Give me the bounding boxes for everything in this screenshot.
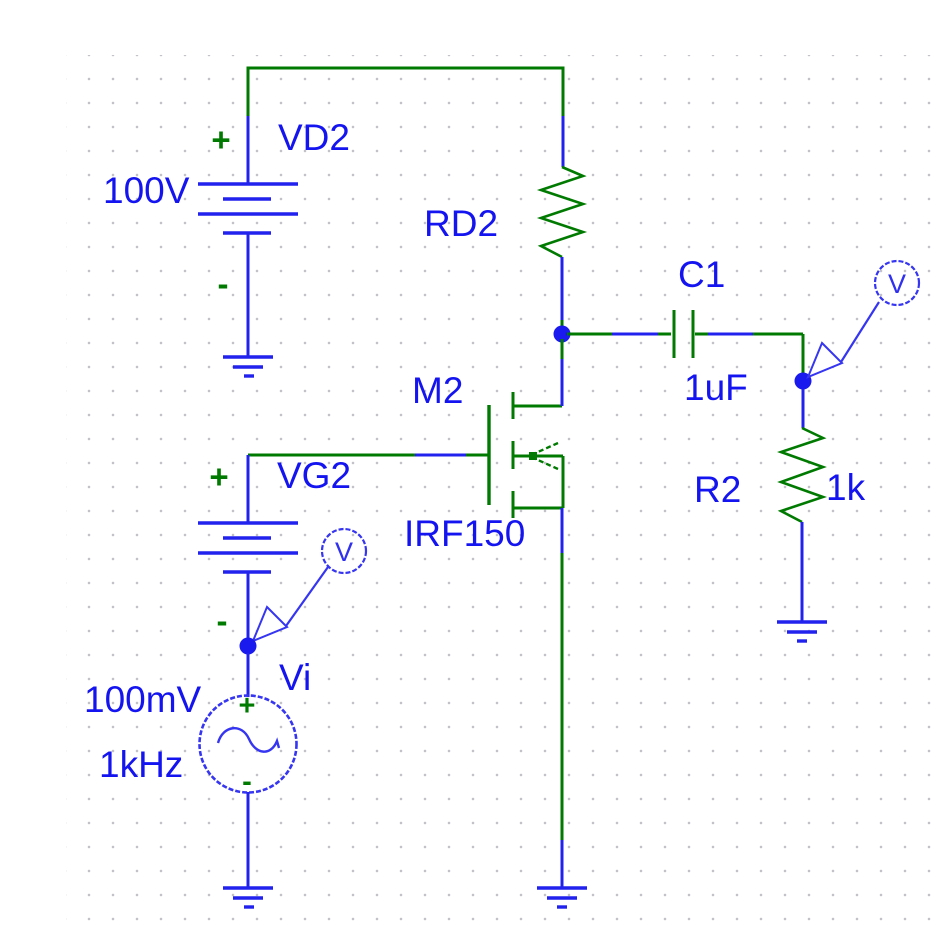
body-arrow-dot [529,452,537,460]
dc-source-vg2[interactable]: + - VG2 [198,453,489,639]
junction-input-node[interactable] [239,637,257,655]
resistor-r2[interactable]: R2 1k [694,389,866,622]
wire-power-rail[interactable] [246,66,565,184]
c1-value-label[interactable]: 1uF [684,367,748,408]
vd2-plus-sign: + [211,121,230,158]
voltage-probe-output[interactable]: V [806,259,921,379]
vd2-value-label[interactable]: 100V [103,170,190,211]
vi-frequency-label[interactable]: 1kHz [99,744,183,785]
sine-source-vi[interactable]: + - Vi 100mV 1kHz [84,653,311,888]
ground-r2[interactable] [777,620,827,643]
probe-input-v-label: V [335,537,353,567]
dc-source-vd2[interactable]: + - VD2 100V [103,117,350,357]
m2-model-label[interactable]: IRF150 [404,513,525,554]
vi-amplitude-label[interactable]: 100mV [84,679,202,720]
grid-dots [66,55,934,926]
vi-plus-sign: + [239,690,256,722]
ground-vi[interactable] [223,886,273,909]
probe-output-v-label: V [888,269,906,299]
m2-ref-label[interactable]: M2 [412,370,463,411]
vi-minus-sign: - [242,766,252,798]
vd2-minus-sign: - [218,265,229,302]
junction-drain-node[interactable] [553,325,571,343]
capacitor-c1[interactable]: C1 1uF [567,254,805,408]
r2-value-label[interactable]: 1k [826,467,866,508]
vg2-ref-label[interactable]: VG2 [277,455,351,496]
rd2-ref-label[interactable]: RD2 [424,203,498,244]
r2-ref-label[interactable]: R2 [694,469,741,510]
voltage-probe-input[interactable]: V [251,527,368,643]
vd2-ref-label[interactable]: VD2 [278,117,350,158]
ground-m2-source[interactable] [537,886,587,909]
mosfet-m2[interactable]: M2 IRF150 [404,339,565,888]
resistor-rd2[interactable]: RD2 [424,165,588,334]
vg2-plus-sign: + [209,458,228,495]
vg2-minus-sign: - [217,602,228,639]
vi-ref-label[interactable]: Vi [279,657,311,698]
ground-vd2[interactable] [223,355,273,378]
c1-ref-label[interactable]: C1 [678,254,725,295]
